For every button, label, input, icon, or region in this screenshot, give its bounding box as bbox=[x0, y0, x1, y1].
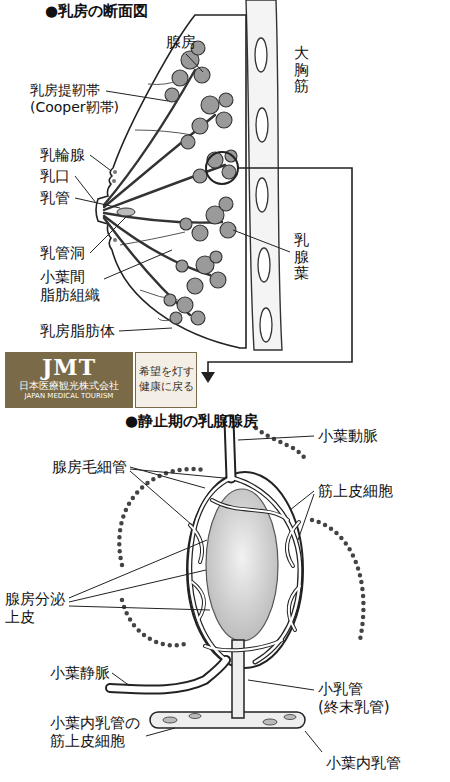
part-label: 乳口 bbox=[40, 167, 70, 185]
section-title: ●静止期の乳腺腺房 bbox=[125, 412, 258, 430]
pointer-head bbox=[201, 372, 215, 383]
highlight-circle bbox=[206, 152, 238, 184]
duct-myoepithelium bbox=[163, 714, 296, 726]
vessels-inner bbox=[110, 420, 300, 690]
part-label: 乳管 bbox=[40, 189, 70, 207]
part-label: 小葉動脈 bbox=[318, 427, 378, 445]
node-text: 日本医療観光株式会社 bbox=[10, 379, 128, 392]
pointer-line bbox=[208, 168, 352, 374]
pectoral-muscle bbox=[246, 0, 282, 350]
node-text: JAPAN MEDICAL TOURISM bbox=[10, 392, 128, 401]
node-text: 希望を灯す 健康に戻る bbox=[139, 365, 194, 395]
part-label: 乳腺葉 bbox=[294, 232, 309, 282]
part-label: 乳房脂肪体 bbox=[40, 322, 115, 340]
vessels-outer bbox=[110, 420, 300, 690]
logo-panel: JMT日本医療観光株式会社JAPAN MEDICAL TOURISM bbox=[5, 352, 133, 408]
lobules bbox=[164, 41, 237, 325]
rib-sections bbox=[255, 38, 272, 342]
part-label: 腺房 bbox=[166, 33, 196, 51]
neighbor-acini bbox=[119, 428, 363, 645]
slogan-panel: 希望を灯す 健康に戻る bbox=[135, 352, 197, 408]
duct-sinus bbox=[117, 208, 135, 216]
leader-lines-bottom bbox=[69, 436, 322, 752]
intralobular-duct bbox=[150, 712, 305, 728]
milk-ducts bbox=[104, 70, 225, 315]
leader-lines bbox=[75, 54, 290, 331]
part-label: 筋上皮細胞 bbox=[318, 482, 393, 500]
part-label: 乳輪腺 bbox=[40, 146, 85, 164]
part-label: 大胸筋 bbox=[294, 45, 309, 95]
part-label: 小乳管 (終末乳管) bbox=[318, 680, 390, 716]
part-label: 小葉間 脂肪組織 bbox=[40, 268, 100, 304]
node-text: JMT bbox=[10, 355, 128, 379]
part-label: 腺房毛細管 bbox=[52, 458, 127, 476]
diagram-title: ●乳房の断面図 bbox=[45, 2, 148, 20]
part-label: 乳房提靭帯 (Cooper靭帯) bbox=[30, 82, 119, 116]
breast-outline bbox=[96, 15, 246, 348]
part-label: 乳管洞 bbox=[40, 244, 85, 262]
part-label: 小葉内乳管の 筋上皮細胞 bbox=[50, 714, 140, 750]
part-label: 小葉静脈 bbox=[50, 664, 110, 682]
part-label: 腺房分泌 上皮 bbox=[5, 590, 65, 626]
part-label: 小葉内乳管 bbox=[326, 754, 401, 772]
